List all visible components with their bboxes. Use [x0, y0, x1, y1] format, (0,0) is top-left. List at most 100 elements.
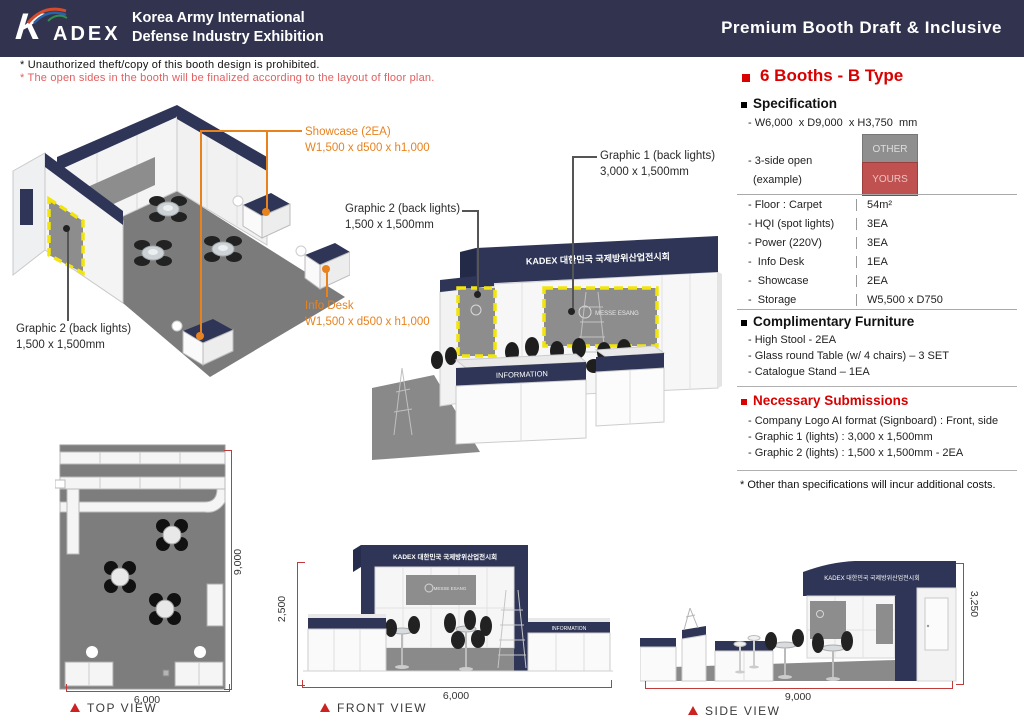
submission-item: - Company Logo AI format (Signboard) : F…: [748, 415, 999, 427]
spec-open: - 3-side open: [748, 155, 813, 167]
yours-booth-box: YOURS: [862, 162, 918, 196]
graphic1-callout-dot: [568, 308, 575, 315]
spec-size: - W6,000 x D9,000 x H3,750 mm: [748, 117, 918, 129]
callout-graphic2-left: Graphic 2 (back lights) 1,500 x 1,500mm: [16, 321, 131, 353]
spec-item: - Power (220V): [748, 236, 822, 249]
ladder: [577, 291, 607, 363]
exhibition-name-line2: Defense Industry Exhibition: [132, 29, 324, 45]
storage-wall-door: [916, 587, 957, 682]
spec-value: 3EA: [856, 236, 1017, 249]
topview-depth-dim-line: [224, 450, 232, 690]
front-view-drawing: KADEX 대한민국 국제방위산업전시회 MESSE ESANG: [303, 545, 613, 672]
callout-graphic1-line2: 3,000 x 1,500mm: [600, 166, 689, 178]
side-view-drawing: KADEX 대한민국 국제방위산업전시회: [640, 561, 957, 682]
signboard-text: KADEX 대한민국 국제방위산업전시회: [526, 250, 670, 266]
infodesk-callout-line: [326, 271, 328, 297]
showcase-callout-line: [200, 130, 202, 336]
spec-value: 2EA: [856, 274, 1017, 287]
graphic1-callout-line: [572, 156, 574, 311]
topview-width-dim: 6,000: [133, 694, 161, 706]
callout-showcase-line2: W1,500 x d500 x h1,000: [305, 142, 430, 154]
furniture-heading: Complimentary Furniture: [753, 314, 915, 329]
callout-infodesk: Info Desk W1,500 x d500 x h1,000: [305, 298, 430, 330]
spec-heading: Specification: [753, 96, 838, 111]
note-prohibited: * Unauthorized theft/copy of this booth …: [20, 59, 320, 71]
front-view-caption: FRONT VIEW: [337, 701, 428, 715]
sideview-width-dim-line: [645, 681, 953, 689]
callout-graphic2-mid-line1: Graphic 2 (back lights): [345, 203, 461, 215]
information-counter: INFORMATION: [527, 618, 611, 672]
ladder: [497, 589, 527, 669]
divider: [737, 470, 1017, 471]
bullet-black: [741, 102, 747, 108]
graphic-logo-text: MESSE ESANG: [434, 586, 467, 591]
round-table-with-chairs: [149, 196, 187, 222]
bullet-red: [741, 399, 747, 405]
triangle-icon: [688, 706, 698, 715]
submissions-heading: Necessary Submissions: [753, 393, 909, 408]
information-label: INFORMATION: [496, 369, 548, 380]
frontview-height-dim-line: [297, 562, 305, 686]
sideview-width-dim: 9,000: [784, 691, 812, 703]
graphic2-mid-callout-line: [477, 210, 479, 294]
exhibition-name-line1: Korea Army International: [132, 10, 305, 26]
bullet-red: [742, 74, 750, 82]
spec-value: 1EA: [856, 255, 1017, 268]
frontview-height-dim: 2,500: [276, 595, 288, 623]
callout-graphic2-mid: Graphic 2 (back lights) 1,500 x 1,500mm: [345, 201, 460, 233]
sideview-height-dim: 3,250: [968, 590, 980, 618]
callout-graphic2-left-line1: Graphic 2 (back lights): [16, 323, 132, 335]
callout-infodesk-line1: Info Desk: [305, 300, 354, 312]
spec-example: (example): [753, 174, 802, 186]
other-label: OTHER: [872, 143, 908, 155]
callout-graphic1: Graphic 1 (back lights) 3,000 x 1,500mm: [600, 148, 715, 180]
graphic2-mid-callout-line: [462, 210, 479, 212]
yours-label: YOURS: [872, 173, 908, 185]
topview-width-dim-line: [66, 684, 230, 692]
stools: [733, 635, 761, 674]
table-row: - Floor : Carpet 54m²: [737, 195, 1017, 214]
table-row: - Showcase 2EA: [737, 271, 1017, 290]
catalogue-stand: [683, 607, 699, 631]
spec-value: W5,500 x D750: [856, 293, 1017, 306]
kadex-logo-text: ADEX: [53, 23, 121, 45]
spec-table: - Floor : Carpet 54m² - HQI (spot lights…: [737, 194, 1017, 310]
bullet-black: [741, 320, 747, 326]
graphic2-mid-callout-dot: [474, 291, 481, 298]
callout-showcase-line1: Showcase (2EA): [305, 126, 391, 138]
signboard-text: KADEX 대한민국 국제방위산업전시회: [824, 574, 919, 582]
chairs-tables: [385, 610, 492, 671]
graphic-panel: [810, 601, 846, 639]
round-table-with-chairs: [134, 240, 172, 266]
frontview-width-dim-line: [302, 680, 612, 688]
showcase-upper: [232, 193, 291, 239]
infodesk-callout-dot: [322, 265, 330, 273]
callout-graphic2-left-line2: 1,500 x 1,500mm: [16, 339, 105, 351]
catalogue-stand: [393, 367, 413, 436]
spec-item: - Showcase: [748, 274, 809, 287]
carpet: [375, 648, 514, 671]
graphic2-panel-highlighted: [47, 195, 85, 276]
graphic-panel: [876, 604, 893, 644]
graphic2-left-callout-dot: [63, 225, 70, 232]
spec-item: - Floor : Carpet: [748, 198, 822, 211]
chairs-tables: [765, 629, 853, 681]
submission-item: - Graphic 2 (lights) : 1,500 x 1,500mm -…: [748, 447, 964, 459]
triangle-icon: [320, 703, 330, 712]
signboard-text: KADEX 대한민국 국제방위산업전시회: [393, 552, 497, 561]
spec-item: - Info Desk: [748, 255, 805, 268]
sideview-height-dim-line: [956, 563, 964, 685]
other-booth-box: OTHER: [862, 134, 918, 164]
top-view-caption: TOP VIEW: [87, 701, 158, 715]
booth-fascia-signboard: KADEX 대한민국 국제방위산업전시회: [440, 236, 718, 292]
round-table-with-chairs: [204, 236, 242, 262]
fascia: KADEX 대한민국 국제방위산업전시회: [803, 561, 956, 596]
kadex-swoosh-icon: [26, 7, 68, 24]
spec-item: - Storage: [748, 293, 797, 306]
footnote: * Other than specifications will incur a…: [740, 479, 996, 491]
showcase-plan: [64, 646, 224, 687]
side-view-caption: SIDE VIEW: [705, 704, 781, 718]
showcase-callout-dot: [196, 332, 204, 340]
table-group: [104, 519, 188, 625]
